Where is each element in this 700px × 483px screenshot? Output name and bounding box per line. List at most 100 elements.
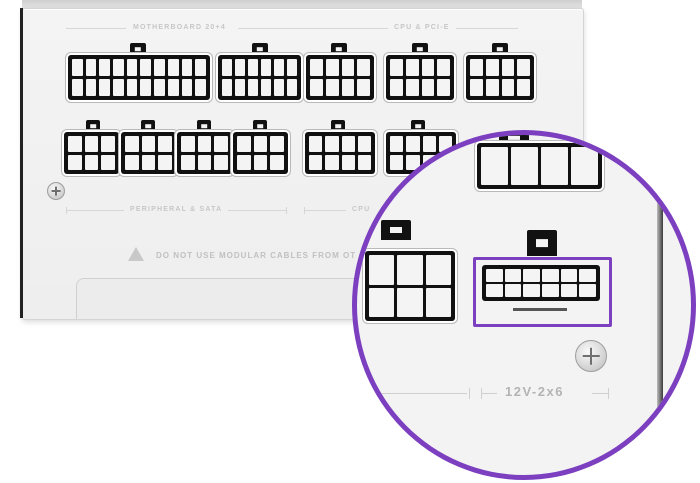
warning-text: DO NOT USE MODULAR CABLES FROM OT: [156, 251, 357, 260]
connector-pin: [270, 154, 284, 170]
connector-pin: [523, 284, 540, 297]
connector-pin: [270, 136, 284, 152]
connector-pin: [501, 79, 515, 96]
connector-pin: [325, 136, 339, 152]
connector-pin: [357, 59, 370, 76]
connector-pin: [237, 136, 251, 152]
screw-icon: [47, 182, 65, 200]
connector-pin: [197, 154, 212, 170]
connector-pin: [310, 59, 323, 76]
connector-pin: [421, 59, 435, 76]
connector-pin: [470, 79, 483, 96]
connector-pin: [406, 154, 420, 170]
connector-pin: [421, 79, 435, 96]
label-rule-cap: [608, 388, 609, 399]
connector-pin: [397, 255, 423, 285]
12v-2x6-highlight: [473, 257, 612, 327]
panel-bottom-recess: [76, 278, 378, 319]
connector-latch: [492, 43, 508, 55]
cpu-pcie-label: CPU & PCI-E: [394, 24, 450, 31]
connector-pin: [222, 59, 232, 76]
label-rule: [481, 393, 497, 394]
connector-latch: [252, 43, 268, 55]
connector-pin: [541, 269, 559, 282]
cpu-lower-connector-1: [305, 132, 375, 174]
12v-2x6-label: 12V-2x6: [505, 384, 564, 399]
zoom-content: 12V-2x6: [357, 135, 691, 475]
connector-pin: [579, 284, 596, 297]
connector-pin: [101, 154, 115, 170]
connector-pin: [235, 59, 245, 76]
connector-pin: [481, 147, 508, 185]
connector-pin: [425, 287, 451, 317]
warning-icon: [128, 247, 144, 261]
connector-pin: [181, 136, 195, 152]
connector-pin: [195, 59, 206, 76]
connector-pin: [248, 59, 258, 76]
connector-pin: [214, 136, 228, 152]
connector-pin: [261, 79, 271, 96]
connector-pin: [181, 79, 193, 96]
connector-pin: [390, 154, 404, 170]
connector-pin: [470, 59, 483, 76]
cpu-connector-1: [306, 55, 374, 100]
connector-pin: [68, 136, 82, 152]
cpu-lower-label: CPU: [352, 206, 371, 213]
connector-latch: [253, 120, 267, 132]
12v-2x6-connector: [482, 265, 600, 301]
connector-pin: [390, 59, 403, 76]
label-rule: [238, 28, 388, 29]
connector-pin: [125, 136, 139, 152]
connector-pin: [126, 79, 138, 96]
connector-pin: [517, 79, 530, 96]
peripheral-connector-2: [121, 132, 176, 174]
panel-left-edge: [20, 8, 23, 318]
connector-pin: [101, 136, 115, 152]
connector-pin: [113, 79, 124, 96]
connector-pin: [579, 269, 596, 282]
connector-pin: [181, 59, 193, 76]
connector-pin: [214, 154, 228, 170]
connector-pin: [158, 136, 172, 152]
zoom-connector-top: [477, 143, 602, 189]
connector-pin: [571, 147, 598, 185]
connector-pin: [197, 136, 212, 152]
connector-pin: [309, 136, 323, 152]
connector-pin: [560, 269, 578, 282]
label-rule: [304, 210, 346, 211]
connector-latch: [527, 230, 557, 256]
connector-pin: [397, 287, 423, 317]
panel-top-edge: [22, 0, 582, 10]
connector-pin: [486, 269, 503, 282]
pcie-connector-1: [466, 55, 534, 100]
connector-pin: [274, 59, 284, 76]
connector-pin: [325, 154, 339, 170]
connector-pin: [140, 79, 152, 96]
connector-pin: [390, 79, 403, 96]
connector-pin: [85, 79, 97, 96]
label-rule: [456, 28, 518, 29]
connector-pin: [405, 79, 419, 96]
cpu-connector-2: [386, 55, 454, 100]
connector-pin: [274, 79, 284, 96]
connector-pin: [485, 79, 499, 96]
connector-pin: [253, 154, 268, 170]
connector-pin: [85, 59, 97, 76]
connector-pin: [154, 79, 165, 96]
connector-pin: [341, 59, 355, 76]
connector-pin: [113, 59, 124, 76]
connector-pin: [504, 284, 522, 297]
peripheral-connector-1: [64, 132, 119, 174]
connector-latch: [331, 43, 347, 55]
connector-pin: [72, 79, 83, 96]
connector-pin: [248, 79, 258, 96]
connector-pin: [140, 59, 152, 76]
connector-pin: [560, 284, 578, 297]
connector-pin: [237, 154, 251, 170]
connector-pin: [341, 154, 355, 170]
connector-latch: [141, 120, 155, 132]
connector-pin: [310, 79, 323, 96]
connector-pin: [309, 154, 323, 170]
panel-edge: [657, 135, 663, 475]
